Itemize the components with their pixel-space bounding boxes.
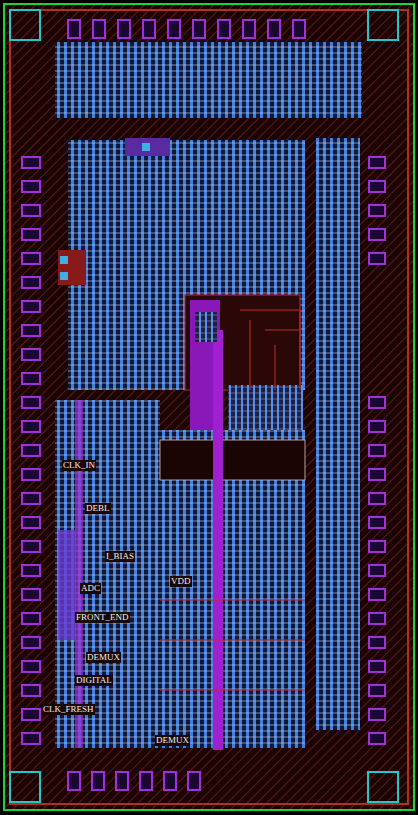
bond-pad xyxy=(369,397,385,408)
bond-pad xyxy=(118,20,130,38)
bond-pad xyxy=(22,469,40,480)
bond-pad xyxy=(369,589,385,600)
block-label: DIGITAL xyxy=(75,675,113,686)
bond-pad xyxy=(22,181,40,192)
bond-pad xyxy=(193,20,205,38)
block-label: FRONT_END xyxy=(75,612,130,623)
bond-pad xyxy=(188,772,200,790)
bond-pad xyxy=(22,541,40,552)
bond-pad xyxy=(369,469,385,480)
bond-pad xyxy=(293,20,305,38)
block-label: DEMUX xyxy=(155,735,190,746)
block-label: VDD xyxy=(170,576,192,587)
bond-pad xyxy=(369,157,385,168)
bond-pad xyxy=(68,772,80,790)
bond-pad xyxy=(22,157,40,168)
bond-pad xyxy=(168,20,180,38)
bond-pad xyxy=(22,421,40,432)
bond-pad xyxy=(22,613,40,624)
bond-pad xyxy=(369,613,385,624)
bond-pad xyxy=(369,205,385,216)
bond-pad xyxy=(22,493,40,504)
bond-pad xyxy=(22,373,40,384)
bond-pad xyxy=(369,445,385,456)
bond-pad xyxy=(22,253,40,264)
bond-pad xyxy=(116,772,128,790)
block-label: DEMUX xyxy=(86,652,121,663)
bond-pad xyxy=(268,20,280,38)
bond-pad xyxy=(143,20,155,38)
bond-pad xyxy=(22,349,40,360)
bond-pad xyxy=(93,20,105,38)
block-label: CLK_FRESH xyxy=(42,704,95,715)
bond-pad xyxy=(369,493,385,504)
bond-pad xyxy=(369,661,385,672)
bond-pad xyxy=(22,637,40,648)
bond-pad xyxy=(22,709,40,720)
bond-pad xyxy=(243,20,255,38)
bond-pad xyxy=(22,517,40,528)
bond-pad xyxy=(369,685,385,696)
bond-pad xyxy=(369,541,385,552)
bond-pad xyxy=(22,205,40,216)
bond-pad xyxy=(22,685,40,696)
bond-pad xyxy=(22,445,40,456)
bond-pad xyxy=(140,772,152,790)
bond-pad xyxy=(218,20,230,38)
bond-pad xyxy=(369,181,385,192)
bond-pad xyxy=(22,661,40,672)
bond-pad xyxy=(369,253,385,264)
bond-pad xyxy=(369,733,385,744)
bond-pad xyxy=(22,229,40,240)
block-label: DEBL xyxy=(85,503,111,514)
bond-pad xyxy=(369,229,385,240)
bond-pad xyxy=(22,325,40,336)
bond-pad xyxy=(22,589,40,600)
bond-pad xyxy=(369,517,385,528)
bond-pad xyxy=(369,565,385,576)
bond-pad xyxy=(22,565,40,576)
bond-pad xyxy=(369,637,385,648)
bond-pad xyxy=(369,709,385,720)
bond-pad xyxy=(22,733,40,744)
bond-pad xyxy=(68,20,80,38)
bond-pad xyxy=(22,301,40,312)
bond-pad xyxy=(22,277,40,288)
bond-pad xyxy=(164,772,176,790)
block-label: ADC xyxy=(80,583,101,594)
bond-pad xyxy=(22,397,40,408)
block-label: CLK_IN xyxy=(62,460,96,471)
bond-pad xyxy=(92,772,104,790)
block-label: I_BIAS xyxy=(105,551,135,562)
bond-pad xyxy=(369,421,385,432)
